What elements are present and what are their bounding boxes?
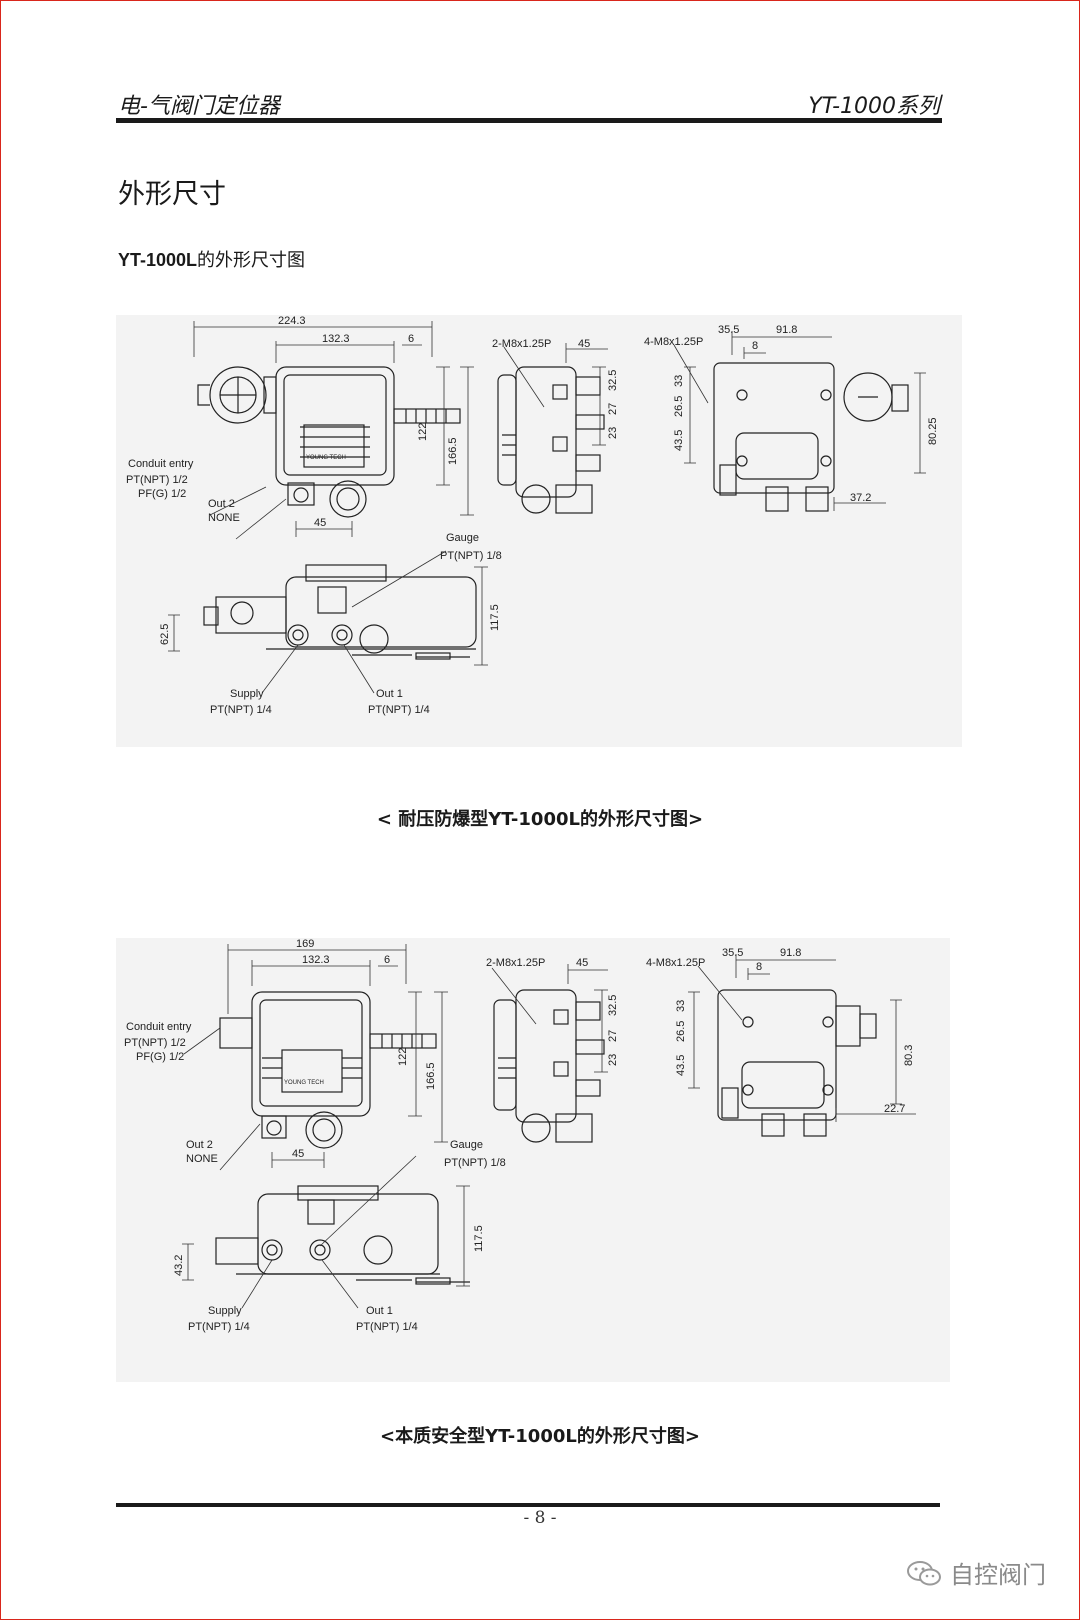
dim-offset: 6 bbox=[408, 333, 414, 345]
dim2-thread-side: 2-M8x1.25P bbox=[486, 957, 545, 969]
header-left-title: 电-气阀门定位器 bbox=[118, 94, 280, 119]
caption1-prefix: < 耐压防爆型 bbox=[376, 809, 489, 830]
dim-bottom-62-5: 62.5 bbox=[159, 624, 171, 645]
dimension-drawing-intrinsic: 169 132.3 6 122 166.5 45 2-M8x1.25P 45 3… bbox=[116, 938, 950, 1382]
dim-height-166: 166.5 bbox=[447, 437, 459, 465]
label-supply: Supply bbox=[230, 688, 264, 700]
caption1-model: YT-1000L bbox=[488, 809, 580, 830]
footer-rule bbox=[116, 1503, 940, 1507]
dim2-overall-width: 169 bbox=[296, 938, 314, 950]
watermark-text: 自控阀门 bbox=[950, 1561, 1046, 1589]
label2-out2-none: NONE bbox=[186, 1153, 218, 1165]
label-conduit-pt: PT(NPT) 1/2 bbox=[126, 474, 188, 486]
nameplate-brand: YOUNG TECH bbox=[306, 455, 346, 461]
label-out1-pt: PT(NPT) 1/4 bbox=[368, 704, 430, 716]
label2-conduit-entry: Conduit entry bbox=[126, 1021, 192, 1033]
dim-side-32-5: 32.5 bbox=[607, 370, 619, 391]
label2-supply-pt: PT(NPT) 1/4 bbox=[188, 1321, 250, 1333]
dimension-drawing-flameproof: 224.3 132.3 6 122 166.5 45 2-M8x1.25P 45… bbox=[116, 315, 962, 747]
caption-flameproof: < 耐压防爆型YT-1000L的外形尺寸图> bbox=[0, 805, 1080, 831]
label-gauge-pt: PT(NPT) 1/8 bbox=[440, 550, 502, 562]
dim2-thread-rear: 4-M8x1.25P bbox=[646, 957, 705, 969]
dim2-offset: 6 bbox=[384, 954, 390, 966]
dim-rear-35-5: 35.5 bbox=[718, 324, 739, 336]
label2-out1-pt: PT(NPT) 1/4 bbox=[356, 1321, 418, 1333]
label-conduit-entry: Conduit entry bbox=[128, 458, 194, 470]
label2-conduit-pt: PT(NPT) 1/2 bbox=[124, 1037, 186, 1049]
nameplate2-brand: YOUNG TECH bbox=[284, 1080, 324, 1086]
dim-side-23: 23 bbox=[607, 427, 619, 439]
label-out2: Out 2 bbox=[208, 498, 235, 510]
caption2-prefix: <本质安全型 bbox=[380, 1426, 486, 1447]
dim2-body-width: 132.3 bbox=[302, 954, 330, 966]
dim2-side-27: 27 bbox=[607, 1030, 619, 1042]
label2-out1: Out 1 bbox=[366, 1305, 393, 1317]
header-right-title: YT-1000系列 bbox=[808, 94, 940, 119]
caption2-model: YT-1000L bbox=[485, 1426, 577, 1447]
dim-overall-width: 224.3 bbox=[278, 315, 306, 327]
label2-gauge: Gauge bbox=[450, 1139, 483, 1151]
label2-supply: Supply bbox=[208, 1305, 242, 1317]
dim-rear-26-5: 26.5 bbox=[673, 396, 685, 417]
dim2-rear-8: 8 bbox=[756, 961, 762, 973]
dim-port-spacing: 45 bbox=[314, 517, 326, 529]
caption2-suffix: 的外形尺寸图> bbox=[576, 1426, 700, 1447]
page-number: - 8 - bbox=[523, 1508, 557, 1528]
subsection-title: YT-1000L的外形尺寸图 bbox=[118, 246, 305, 272]
dim2-side-45: 45 bbox=[576, 957, 588, 969]
subsection-model: YT-1000L bbox=[118, 250, 198, 270]
dim-rear-43-5: 43.5 bbox=[673, 430, 685, 451]
dim2-rear-22-7: 22.7 bbox=[884, 1103, 905, 1115]
label-conduit-pf: PF(G) 1/2 bbox=[138, 488, 186, 500]
label2-gauge-pt: PT(NPT) 1/8 bbox=[444, 1157, 506, 1169]
dim2-height-166: 166.5 bbox=[425, 1062, 437, 1090]
caption-intrinsic: <本质安全型YT-1000L的外形尺寸图> bbox=[0, 1422, 1080, 1448]
dim-thread-rear: 4-M8x1.25P bbox=[644, 336, 703, 348]
dim2-rear-91-8: 91.8 bbox=[780, 947, 801, 959]
dim-rear-37-2: 37.2 bbox=[850, 492, 871, 504]
dim-side-45: 45 bbox=[578, 338, 590, 350]
dim-height-122: 122 bbox=[417, 423, 429, 441]
dim2-rear-33: 33 bbox=[675, 1000, 687, 1012]
dim2-rear-80-3: 80.3 bbox=[903, 1045, 915, 1066]
section-title: 外形尺寸 bbox=[118, 179, 226, 210]
drawing-intrinsic-svg: 169 132.3 6 122 166.5 45 2-M8x1.25P 45 3… bbox=[124, 938, 916, 1333]
dim2-bottom-43-2: 43.2 bbox=[173, 1255, 185, 1276]
dim2-side-23: 23 bbox=[607, 1054, 619, 1066]
dim-rear-91-8: 91.8 bbox=[776, 324, 797, 336]
wechat-icon bbox=[907, 1560, 941, 1585]
dim2-height-122: 122 bbox=[397, 1048, 409, 1066]
dim2-side-32-5: 32.5 bbox=[607, 995, 619, 1016]
dim2-rear-35-5: 35.5 bbox=[722, 947, 743, 959]
dim-thread-side: 2-M8x1.25P bbox=[492, 338, 551, 350]
drawing-flameproof-svg: 224.3 132.3 6 122 166.5 45 2-M8x1.25P 45… bbox=[126, 315, 939, 716]
dim-rear-33: 33 bbox=[673, 375, 685, 387]
dim-side-27: 27 bbox=[607, 403, 619, 415]
label-supply-pt: PT(NPT) 1/4 bbox=[210, 704, 272, 716]
dim-rear-8: 8 bbox=[752, 340, 758, 352]
caption1-suffix: 的外形尺寸图> bbox=[579, 809, 704, 830]
subsection-text: 的外形尺寸图 bbox=[197, 250, 306, 271]
dim-body-width: 132.3 bbox=[322, 333, 350, 345]
dim2-bottom-117-5: 117.5 bbox=[473, 1225, 485, 1252]
header-rule bbox=[116, 118, 942, 123]
dim2-port-spacing: 45 bbox=[292, 1148, 304, 1160]
label-gauge: Gauge bbox=[446, 532, 479, 544]
dim-rear-80-25: 80.25 bbox=[927, 417, 939, 445]
label-out1: Out 1 bbox=[376, 688, 403, 700]
watermark: 自控阀门 bbox=[906, 1555, 1046, 1590]
label-out2-none: NONE bbox=[208, 512, 240, 524]
dim-bottom-117-5: 117.5 bbox=[489, 604, 501, 631]
dim2-rear-43-5: 43.5 bbox=[675, 1055, 687, 1076]
label2-out2: Out 2 bbox=[186, 1139, 213, 1151]
dim2-rear-26-5: 26.5 bbox=[675, 1021, 687, 1042]
label2-conduit-pf: PF(G) 1/2 bbox=[136, 1051, 184, 1063]
